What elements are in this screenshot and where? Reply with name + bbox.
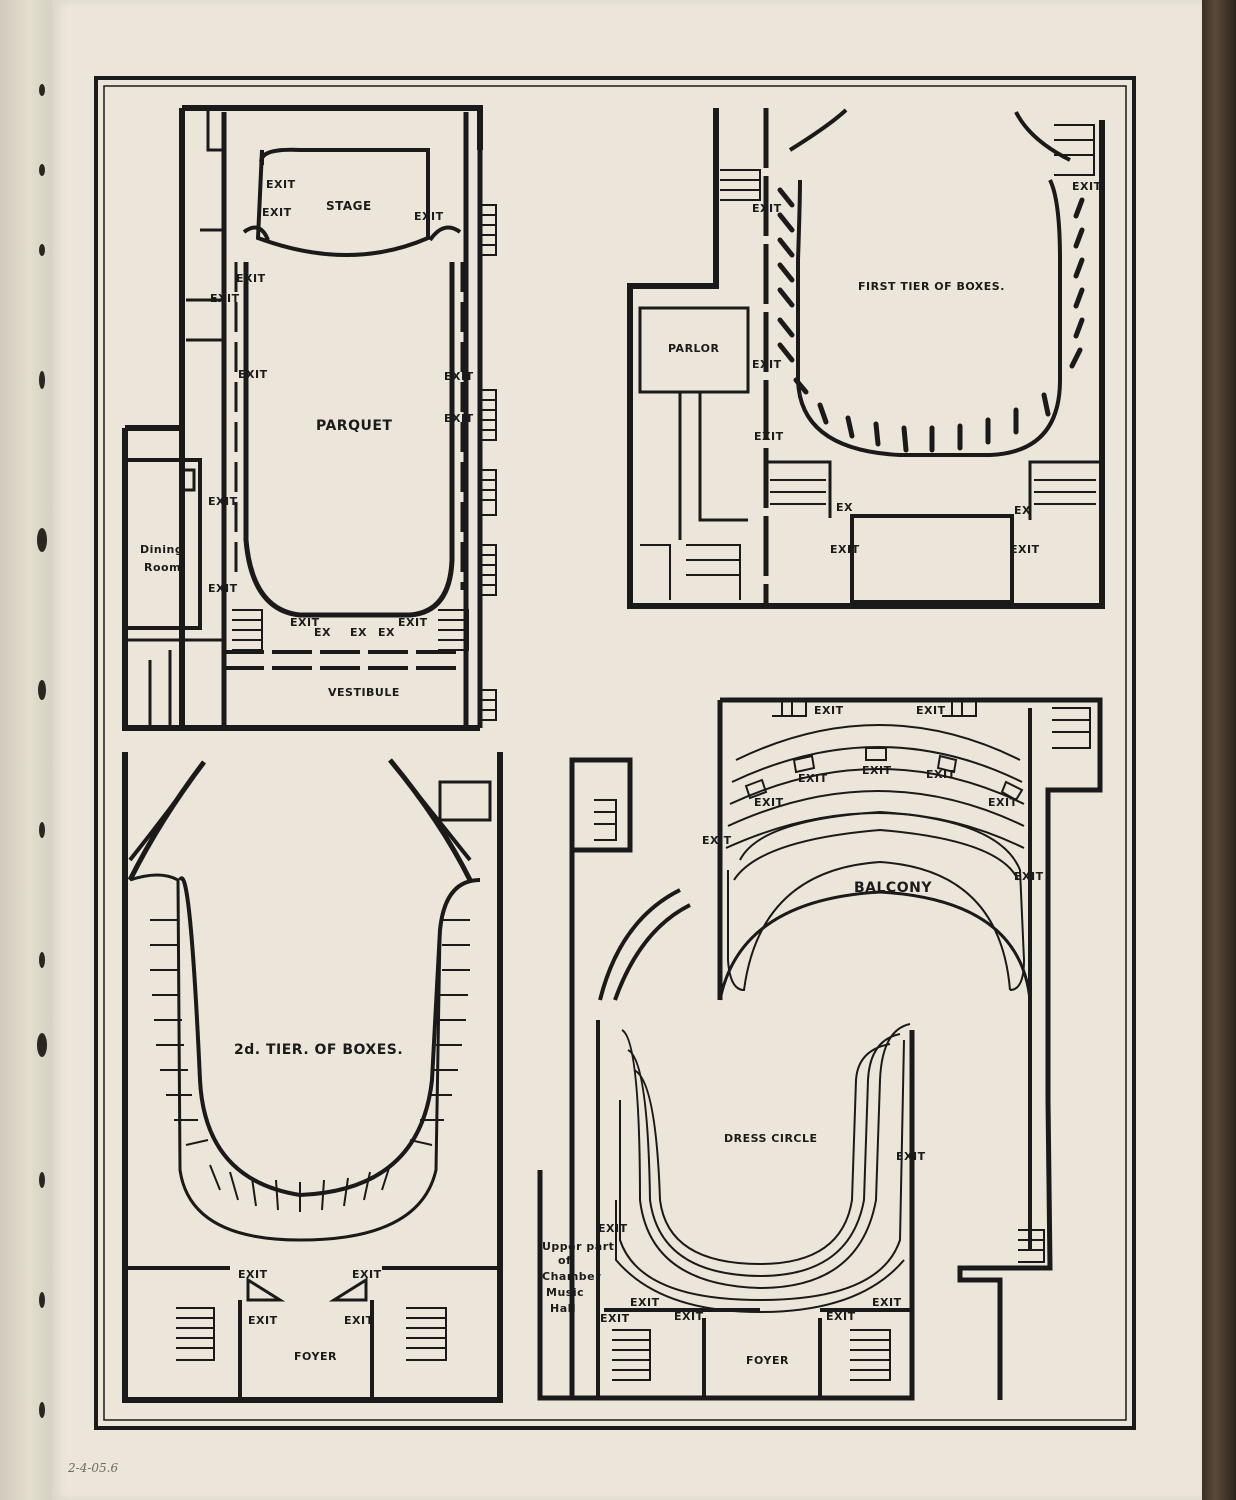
foyer-label: FOYER — [746, 1354, 789, 1367]
exit-label: EXIT — [830, 543, 860, 556]
program-page — [52, 0, 1202, 1500]
exit-label: EXIT — [754, 796, 784, 809]
exit-label: EXIT — [1014, 870, 1044, 883]
exit-label: EXIT — [752, 358, 782, 371]
exit-label: EXIT — [926, 768, 956, 781]
ex-label: EX — [378, 626, 395, 639]
dress-circle-seating-rows — [615, 1023, 911, 1314]
chamber-music-hall-label-1: Upper part — [542, 1240, 614, 1253]
exit-label: EXIT — [290, 616, 320, 629]
exit-label: EXIT — [352, 1268, 382, 1281]
vestibule-label: VESTIBULE — [328, 686, 400, 699]
first-tier-box-partitions — [777, 187, 1085, 453]
binding-holes — [37, 84, 47, 1418]
dining-room-label-1: Dining — [140, 543, 183, 556]
exit-label: EXIT — [238, 1268, 268, 1281]
exit-label: EXIT — [210, 292, 240, 305]
parquet-label: PARQUET — [316, 418, 392, 434]
exit-label: EXIT — [208, 582, 238, 595]
exit-label: EXIT — [988, 796, 1018, 809]
exit-label: EXIT — [262, 206, 292, 219]
exit-label: EXIT — [236, 272, 266, 285]
exit-label: EXIT — [674, 1310, 704, 1323]
ex-label: EX — [314, 626, 331, 639]
exit-label: EXIT — [600, 1312, 630, 1325]
page-shadow-edge — [1202, 0, 1236, 1500]
exit-label: EXIT — [814, 704, 844, 717]
ex-label: EX — [350, 626, 367, 639]
exit-label: EXIT — [444, 412, 474, 425]
exit-label: EXIT — [266, 178, 296, 191]
exit-label: EXIT — [752, 202, 782, 215]
exit-label: EXIT — [896, 1150, 926, 1163]
second-tier-floor-plan — [122, 752, 503, 1403]
exit-label: EXIT — [248, 1314, 278, 1327]
exit-label: EXIT — [826, 1310, 856, 1323]
page-border — [94, 76, 1136, 1430]
first-tier-label: FIRST TIER OF BOXES. — [858, 280, 1005, 293]
exit-label: EXIT — [1072, 180, 1102, 193]
exit-label: EXIT — [598, 1222, 628, 1235]
ex-label: EX — [1014, 504, 1031, 517]
chamber-music-hall-label-2: of — [558, 1254, 571, 1267]
exit-label: EXIT — [916, 704, 946, 717]
stage-label: STAGE — [326, 199, 372, 213]
exit-label: EXIT — [630, 1296, 660, 1309]
exit-label: EXIT — [798, 772, 828, 785]
dress-circle-label: DRESS CIRCLE — [724, 1132, 818, 1145]
exit-label: EXIT — [444, 370, 474, 383]
parquet-floor-plan — [122, 105, 497, 731]
dining-room-label-2: Room — [144, 561, 181, 574]
exit-label: EXIT — [398, 616, 428, 629]
exit-label: EXIT — [208, 495, 238, 508]
handwritten-catalog-note: 2-4-05.6 — [67, 1461, 118, 1475]
chamber-music-hall-label-5: Hall — [550, 1302, 576, 1315]
exit-label: EXIT — [1010, 543, 1040, 556]
chamber-music-hall-label-3: Chamber — [542, 1270, 601, 1283]
first-tier-floor-plan — [627, 108, 1105, 609]
balcony-label: BALCONY — [854, 880, 932, 896]
chamber-music-hall-label-4: Music — [546, 1286, 584, 1299]
exit-label: EXIT — [344, 1314, 374, 1327]
balcony-dress-circle-floor-plan — [537, 697, 1103, 1401]
balcony-seating-rows — [725, 724, 1026, 992]
parlor-label: PARLOR — [668, 342, 720, 355]
exit-label: EXIT — [414, 210, 444, 223]
exit-label: EXIT — [872, 1296, 902, 1309]
exit-label: EXIT — [754, 430, 784, 443]
exit-label: EXIT — [862, 764, 892, 777]
ex-label: EX — [836, 501, 853, 514]
second-tier-box-partitions — [150, 919, 470, 1212]
foyer-label: FOYER — [294, 1350, 337, 1363]
second-tier-label: 2d. TIER. OF BOXES. — [234, 1042, 403, 1058]
exit-label: EXIT — [702, 834, 732, 847]
exit-label: EXIT — [238, 368, 268, 381]
